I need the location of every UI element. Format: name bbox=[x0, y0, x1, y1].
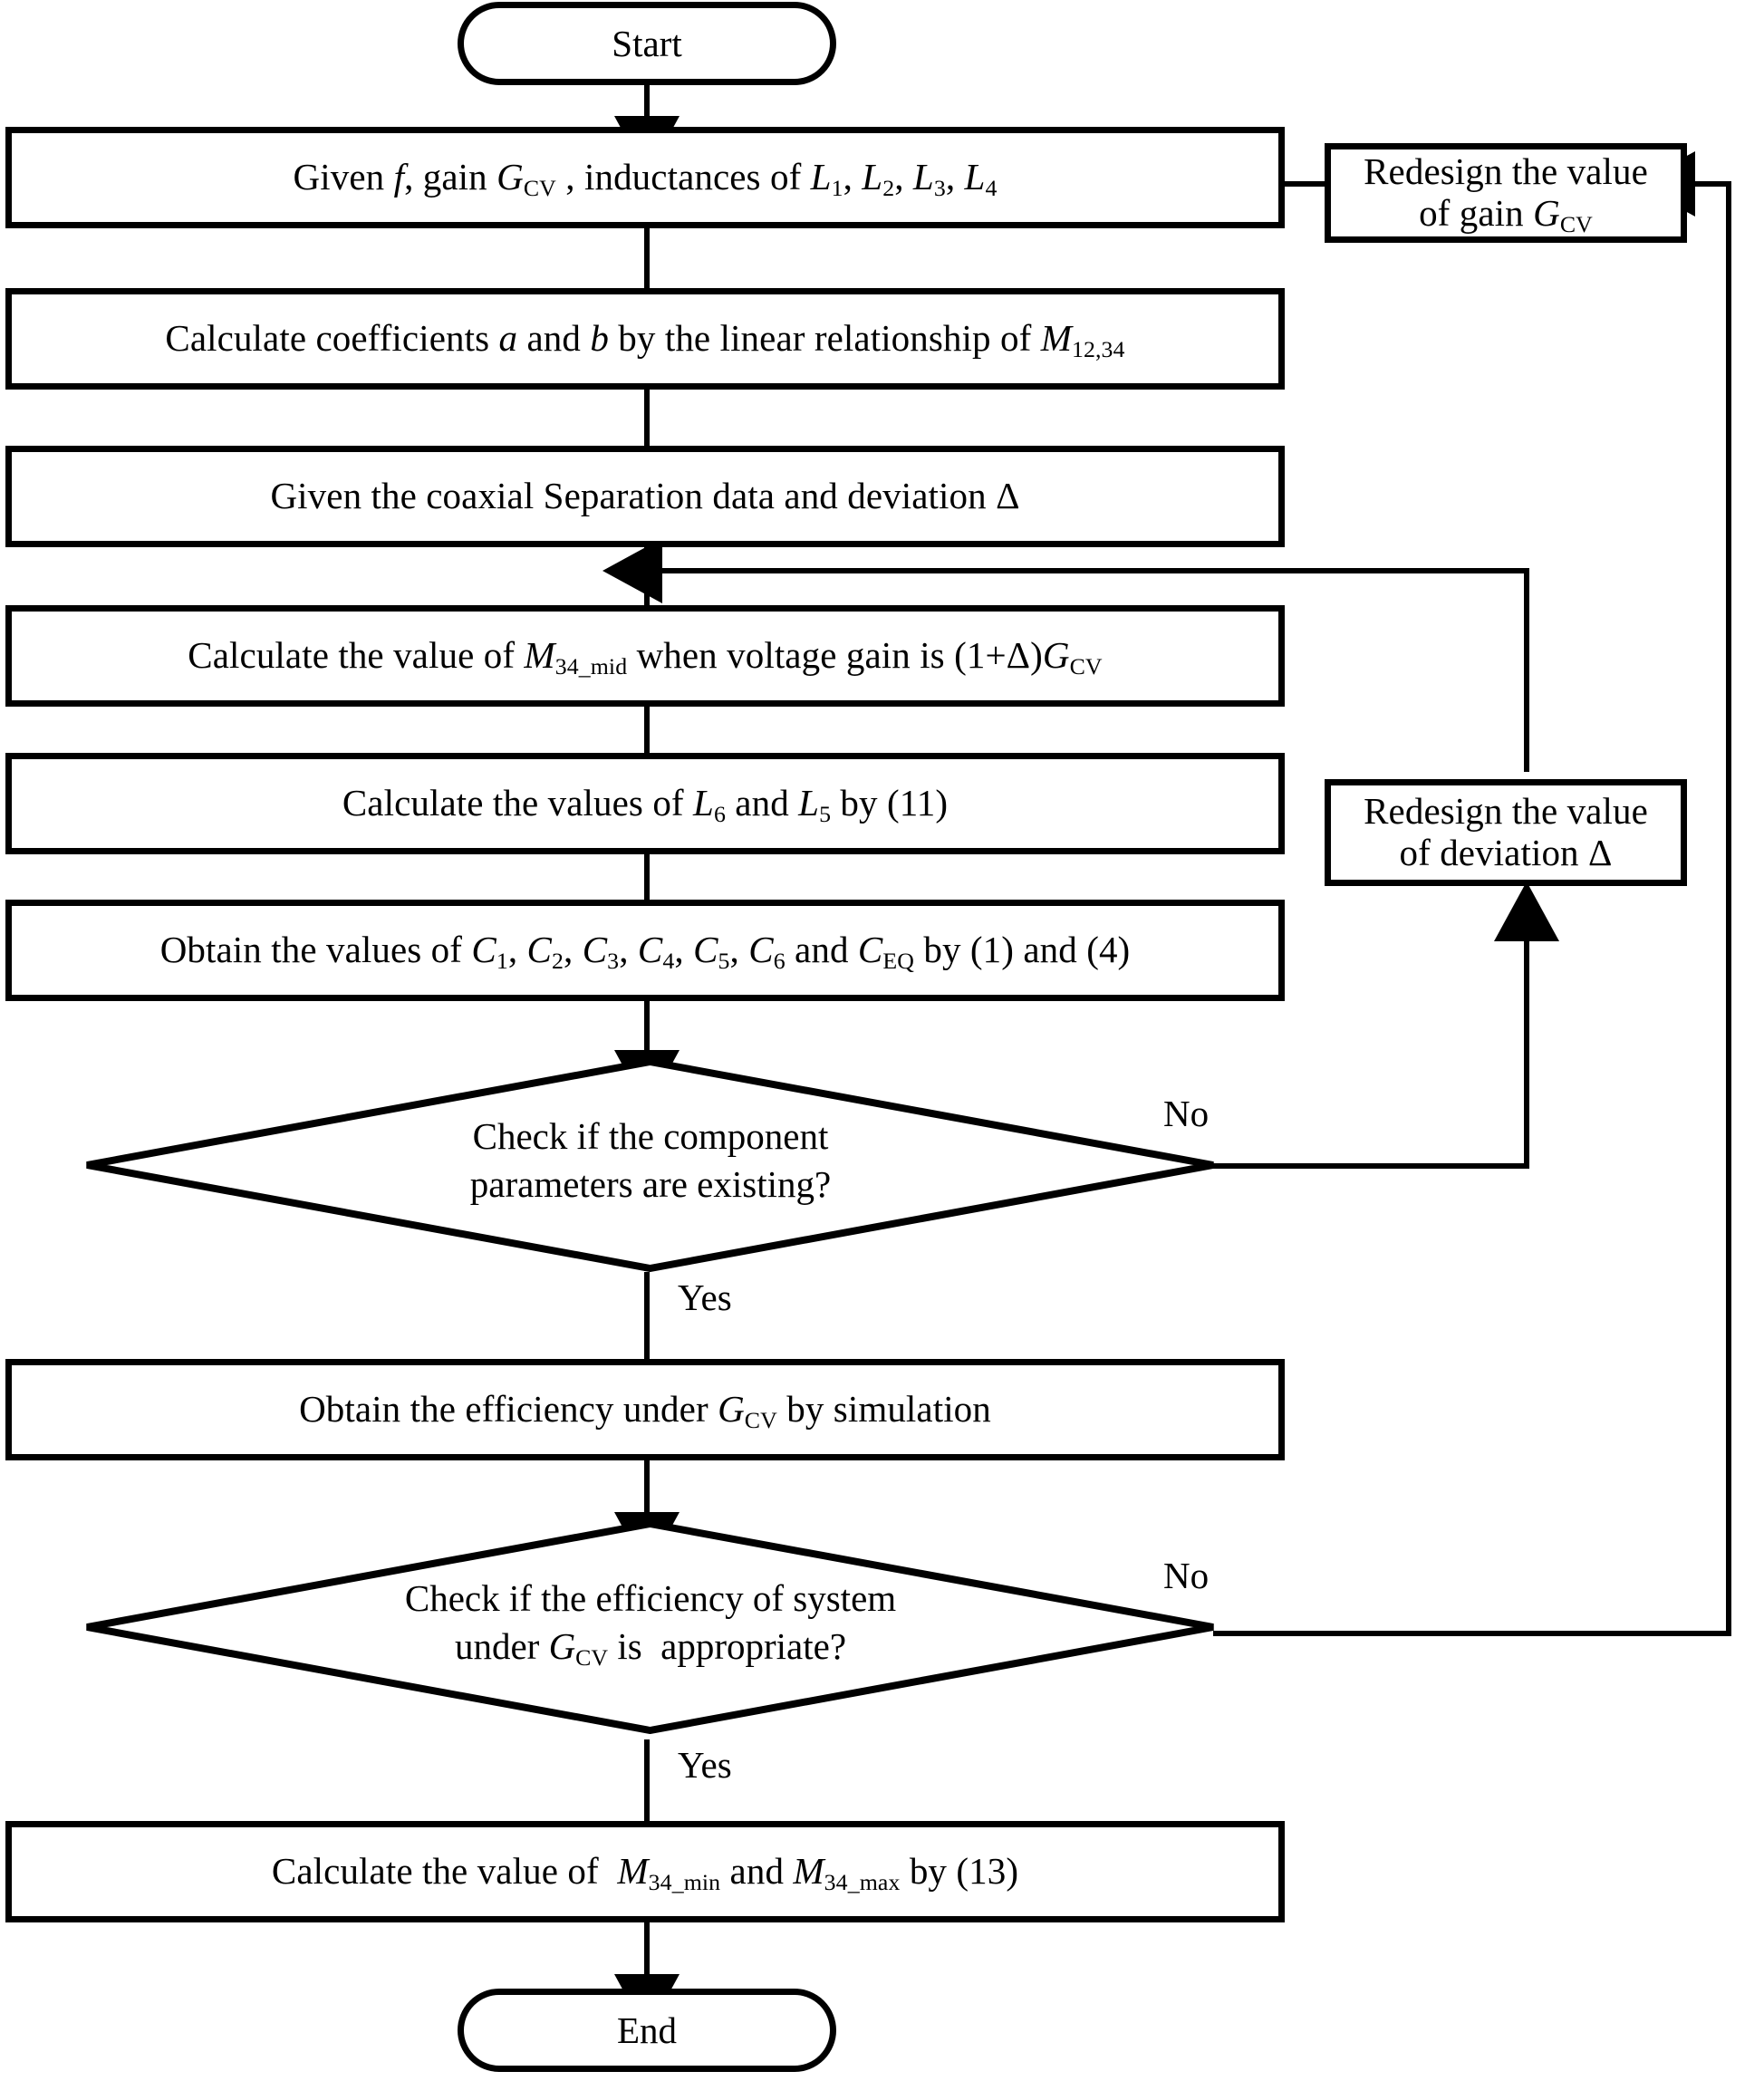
redesign-deviation-line1: Redesign the value bbox=[1364, 790, 1648, 833]
edge-redesign-deviation-to-p4 bbox=[602, 538, 1529, 772]
redesign-gain-line1: Redesign the value bbox=[1364, 150, 1648, 193]
edge-d2-no-to-redesign-gain bbox=[1213, 151, 1731, 1636]
process-obtain-capacitances-label: Obtain the values of C1, C2, C3, C4, C5,… bbox=[159, 929, 1131, 975]
process-given-parameters-label: Given f, gain GCV , inductances of L1, L… bbox=[293, 156, 998, 202]
process-redesign-gain-gcv: Redesign the value of gain GCV bbox=[1325, 143, 1687, 243]
edge-label-d2-yes: Yes bbox=[678, 1744, 732, 1786]
process-obtain-efficiency: Obtain the efficiency under GCV by simul… bbox=[5, 1359, 1285, 1460]
process-calculate-m34mid: Calculate the value of M34_mid when volt… bbox=[5, 605, 1285, 707]
decision-d2-line1: Check if the efficiency of system bbox=[404, 1577, 897, 1619]
process-calculate-l6-l5-label: Calculate the values of L6 and L5 by (11… bbox=[342, 782, 949, 828]
decision-component-parameters-text: Check if the component parameters are ex… bbox=[326, 1113, 975, 1209]
start-label: Start bbox=[612, 23, 682, 64]
process-redesign-gain-gcv-label: Redesign the value of gain GCV bbox=[1364, 150, 1648, 238]
process-obtain-efficiency-label: Obtain the efficiency under GCV by simul… bbox=[299, 1388, 991, 1434]
decision-d1-line2: parameters are existing? bbox=[469, 1163, 832, 1206]
start-terminator: Start bbox=[458, 2, 836, 85]
process-given-parameters: Given f, gain GCV , inductances of L1, L… bbox=[5, 127, 1285, 228]
process-calculate-m34mid-label: Calculate the value of M34_mid when volt… bbox=[188, 634, 1103, 680]
process-redesign-deviation: Redesign the value of deviation Δ bbox=[1325, 779, 1687, 886]
decision-component-parameters bbox=[86, 1058, 1214, 1272]
process-redesign-deviation-label: Redesign the value of deviation Δ bbox=[1364, 790, 1648, 873]
edge-label-d1-no: No bbox=[1163, 1093, 1210, 1134]
edge-label-d2-no: No bbox=[1163, 1555, 1210, 1596]
decision-d1-line1: Check if the component bbox=[472, 1115, 829, 1157]
edge-label-d1-yes: Yes bbox=[678, 1277, 732, 1318]
process-calculate-m34-min-max: Calculate the value of M34_min and M34_m… bbox=[5, 1821, 1285, 1922]
edge-d1-no-to-redesign-deviation bbox=[1213, 882, 1559, 1169]
process-calculate-coefficients: Calculate coefficients a and b by the li… bbox=[5, 288, 1285, 390]
decision-efficiency-appropriate-text: Check if the efficiency of system under … bbox=[404, 1577, 897, 1672]
process-given-coaxial-separation-label: Given the coaxial Separation data and de… bbox=[270, 475, 1020, 517]
process-given-coaxial-separation: Given the coaxial Separation data and de… bbox=[5, 446, 1285, 547]
process-calculate-coefficients-label: Calculate coefficients a and b by the li… bbox=[165, 317, 1125, 363]
process-calculate-l6-l5: Calculate the values of L6 and L5 by (11… bbox=[5, 753, 1285, 854]
process-obtain-capacitances: Obtain the values of C1, C2, C3, C4, C5,… bbox=[5, 900, 1285, 1001]
decision-efficiency-appropriate bbox=[86, 1520, 1214, 1734]
process-calculate-m34-min-max-label: Calculate the value of M34_min and M34_m… bbox=[271, 1850, 1019, 1896]
end-terminator: End bbox=[458, 1989, 836, 2072]
end-label: End bbox=[616, 2009, 678, 2051]
